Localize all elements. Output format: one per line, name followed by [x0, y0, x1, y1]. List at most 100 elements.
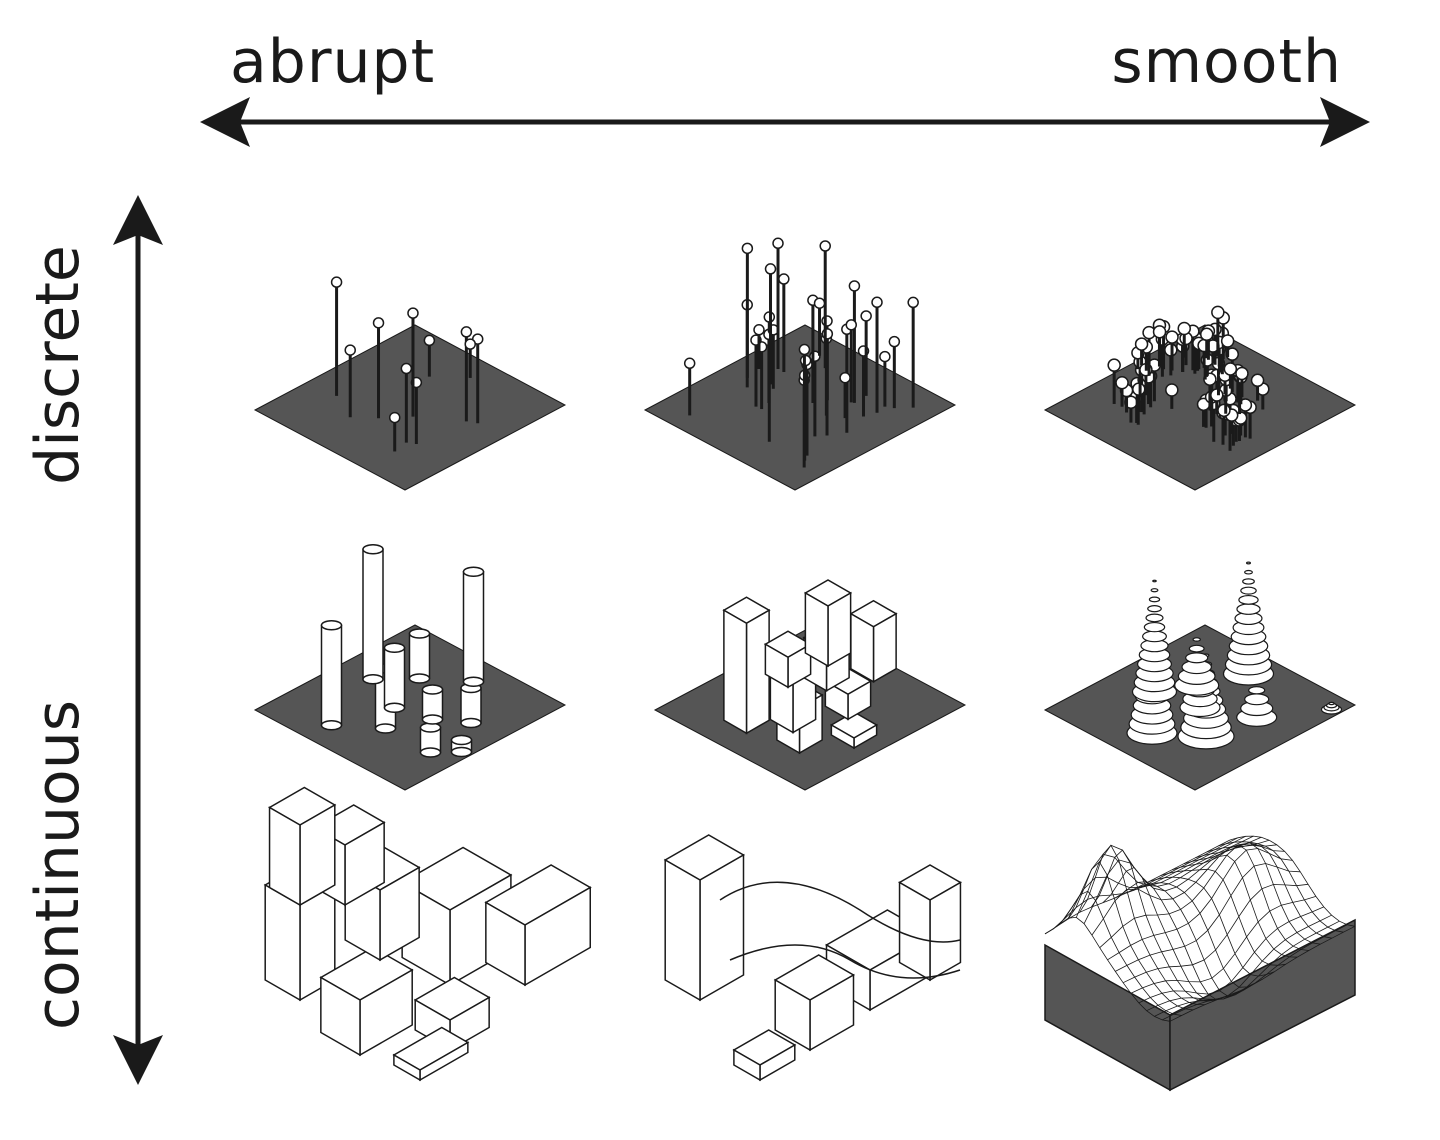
- pin-head: [813, 297, 826, 309]
- cylinder-base: [320, 720, 343, 731]
- cylinder-base: [383, 702, 406, 713]
- cone-ring: [1152, 579, 1157, 583]
- box-left-face: [733, 1048, 761, 1082]
- pin-head: [1217, 403, 1231, 418]
- pin-head: [1220, 334, 1235, 348]
- pin-head: [1134, 337, 1149, 351]
- pin-head: [888, 335, 901, 348]
- pin-head: [407, 307, 419, 319]
- mesh-line: [1102, 867, 1228, 1001]
- mesh-line: [1229, 835, 1356, 927]
- box-left-face: [268, 806, 301, 907]
- cone-ring: [1150, 588, 1159, 593]
- pin-head: [1223, 362, 1238, 376]
- pin-head: [1250, 373, 1265, 388]
- continuous-cones-panel: [1043, 561, 1357, 791]
- mesh-line: [1090, 849, 1217, 1002]
- pin-head: [423, 334, 436, 347]
- cylinder-body: [383, 647, 406, 709]
- box-left-face: [664, 858, 701, 1002]
- cylinder-top: [320, 620, 343, 631]
- discrete-points-panel-1: [253, 276, 567, 491]
- box-right-face: [699, 853, 745, 1002]
- pin-head: [764, 263, 777, 275]
- mesh-line: [1183, 844, 1309, 951]
- cylinder-top: [383, 642, 406, 653]
- plate: [253, 624, 567, 791]
- cylinder-base: [408, 673, 431, 684]
- pin-head: [1210, 388, 1224, 402]
- mesh-line: [1172, 854, 1298, 958]
- box-left-face: [723, 608, 748, 735]
- cone-ring: [1147, 605, 1162, 613]
- mesh-line: [1067, 861, 1194, 1011]
- cylinder-base: [362, 674, 384, 685]
- mesh-line: [1218, 841, 1344, 933]
- box-right-face: [872, 612, 897, 684]
- box-left-face: [393, 1053, 421, 1082]
- discrete-cylinders-panel: [253, 544, 567, 791]
- cylinder-base: [421, 714, 444, 725]
- pin-head: [330, 276, 343, 288]
- terrain-left-side: [1044, 943, 1171, 1092]
- box-left-face: [485, 901, 526, 987]
- pin-head: [845, 319, 858, 331]
- cone-ring: [1188, 644, 1205, 653]
- mesh-line: [1160, 868, 1286, 966]
- pin-head: [848, 280, 861, 292]
- terrain-right-side: [1169, 918, 1356, 1092]
- pin-head: [1165, 330, 1179, 344]
- pin-head: [1199, 327, 1214, 342]
- box-left-face: [804, 591, 829, 668]
- box-left-face: [850, 612, 875, 684]
- box-left-face: [320, 976, 361, 1057]
- mesh-line: [1056, 890, 1182, 1016]
- cylinder-body: [362, 548, 384, 680]
- cylinder-base: [374, 723, 397, 734]
- mesh-line: [1148, 876, 1275, 977]
- box-left-face: [264, 883, 301, 1002]
- pin-head: [753, 324, 765, 336]
- cone-ring: [1240, 586, 1257, 595]
- cylinder-base: [460, 717, 482, 729]
- abrupt-label: abrupt: [230, 27, 436, 97]
- cylinder-base: [450, 746, 473, 758]
- cone-ring: [1244, 693, 1270, 706]
- pin-head: [1107, 358, 1121, 372]
- pin-head: [400, 362, 413, 375]
- cone-ring: [1145, 613, 1164, 623]
- cylinder-top: [362, 544, 384, 555]
- mesh-line: [1206, 844, 1332, 939]
- stepped-blocks-surface: [263, 786, 592, 1082]
- cone-ring: [1148, 596, 1161, 603]
- cylinder-body: [408, 632, 431, 680]
- cone-ring: [1328, 701, 1335, 706]
- mesh-line: [1114, 881, 1240, 1000]
- cone-ring: [1245, 561, 1252, 565]
- pin-head: [1235, 366, 1249, 381]
- pin-head: [1177, 321, 1192, 336]
- cone-ring: [1192, 637, 1201, 642]
- cone-ring: [1143, 621, 1166, 633]
- box-left-face: [830, 723, 855, 750]
- pin-head: [871, 296, 883, 309]
- mesh-line: [1079, 844, 1205, 1006]
- mesh-line: [1044, 916, 1171, 1022]
- pin-head: [798, 343, 811, 356]
- pin-head: [821, 315, 833, 327]
- pin-head: [907, 296, 919, 309]
- pin-head: [683, 357, 696, 370]
- box-left-face: [764, 642, 789, 689]
- pin-head: [464, 338, 476, 350]
- pin-head: [388, 411, 401, 424]
- smooth-label: smooth: [1111, 27, 1342, 97]
- plate: [253, 324, 567, 491]
- discrete-points-panel-2: [643, 237, 957, 491]
- pin-head: [860, 310, 872, 322]
- cylinder-top: [408, 628, 431, 639]
- cone-ring: [1248, 686, 1266, 695]
- box-right-face: [827, 591, 852, 668]
- pin-head: [1152, 325, 1167, 339]
- discrete-blocks-panel: [653, 579, 967, 791]
